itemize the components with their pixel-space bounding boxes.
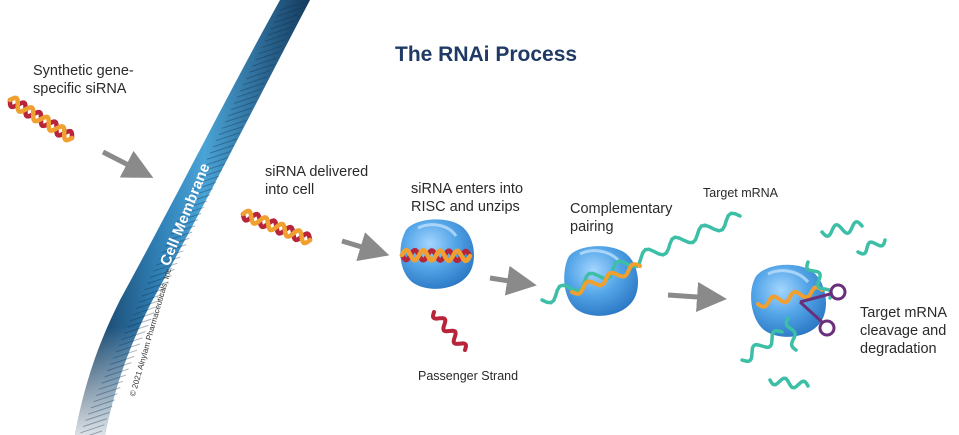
risc-complex [564,246,638,316]
guide-strand [756,285,824,309]
arrow-right-icon [667,282,727,312]
cell-membrane [75,0,310,435]
label-target-mrna: Target mRNA [703,186,779,200]
label-sirna-delivered: siRNA delivered into cell [265,164,369,198]
arrow-right-icon [489,265,537,296]
mrna-fragments [740,220,887,390]
sirna-duplex [7,95,75,143]
sirna-duplex [240,208,313,246]
page-title: The RNAi Process [395,43,578,66]
label-risc-unzips: siRNA enters into RISC and unzips [411,181,524,215]
passenger-strand [430,310,469,352]
guide-strand [570,262,642,296]
label-passenger-strand: Passenger Strand [418,369,519,383]
scissors-icon [798,283,847,337]
arrow-right-icon [341,232,390,262]
target-mrna-strand [540,211,742,305]
label-synthetic-sirna: Synthetic gene- specific siRNA [33,63,134,97]
label-cleavage-degradation: Target mRNA cleavage and degradation [860,305,948,357]
label-complementary-pairing: Complementary pairing [570,201,673,235]
arrow-right-icon [101,149,154,178]
sirna-duplex [399,247,473,264]
